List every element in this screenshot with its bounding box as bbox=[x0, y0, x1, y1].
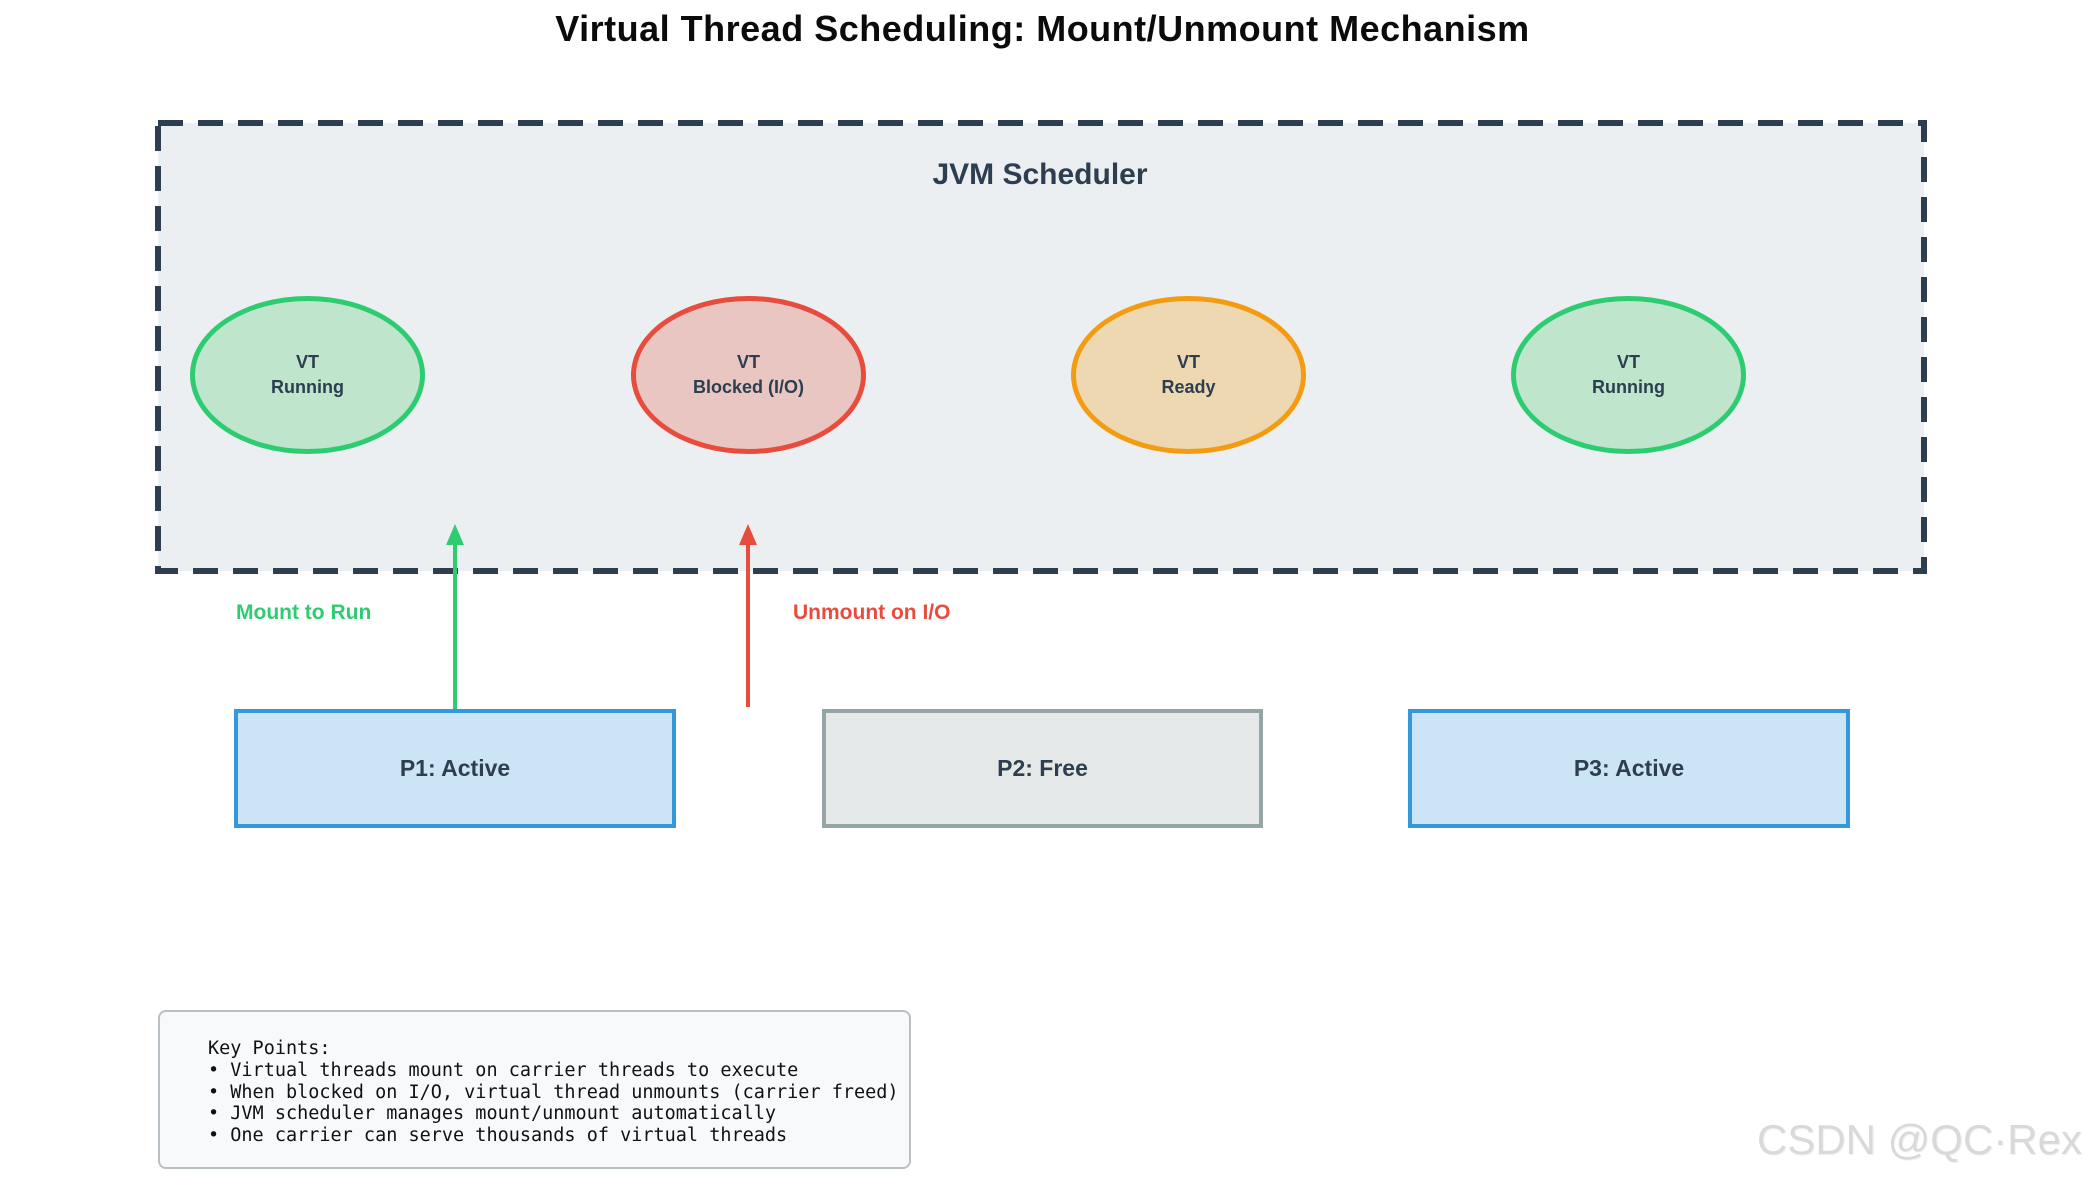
vt-ellipse-running-1: VT Running bbox=[190, 296, 425, 454]
key-point-bullet: • One carrier can serve thousands of vir… bbox=[208, 1125, 788, 1147]
unmount-on-io-label: Unmount on I/O bbox=[793, 601, 951, 624]
carrier-box-p1: P1: Active bbox=[234, 709, 676, 828]
vt-label-line2: Running bbox=[1592, 377, 1665, 397]
vt-label-line1: VT bbox=[1176, 352, 1200, 372]
vt-label-line2: Ready bbox=[1161, 377, 1216, 397]
mount-arrow-icon bbox=[446, 524, 464, 710]
unmount-arrow-icon bbox=[739, 524, 757, 707]
jvm-scheduler-label: JVM Scheduler bbox=[932, 158, 1148, 191]
vt-label-line1: VT bbox=[1616, 352, 1640, 372]
watermark-text: CSDN @QC·Rex bbox=[1757, 1116, 2082, 1163]
key-point-bullet: • JVM scheduler manages mount/unmount au… bbox=[208, 1103, 777, 1125]
key-point-bullet: • When blocked on I/O, virtual thread un… bbox=[208, 1081, 899, 1103]
vt-label-line2: Running bbox=[271, 377, 344, 397]
mount-to-run-label: Mount to Run bbox=[236, 601, 372, 624]
carrier-p1-label: P1: Active bbox=[399, 755, 511, 781]
key-point-bullet: • Virtual threads mount on carrier threa… bbox=[208, 1059, 799, 1081]
carrier-box-p3: P3: Active bbox=[1408, 709, 1850, 828]
carrier-p3-label: P3: Active bbox=[1573, 755, 1685, 781]
vt-label-line2: Blocked (I/O) bbox=[692, 377, 804, 397]
vt-ellipse-ready: VT Ready bbox=[1071, 296, 1306, 454]
carrier-box-p2: P2: Free bbox=[822, 709, 1263, 828]
page-title: Virtual Thread Scheduling: Mount/Unmount… bbox=[555, 8, 1530, 49]
key-points-heading: Key Points: bbox=[208, 1038, 331, 1059]
vt-ellipse-blocked-io: VT Blocked (I/O) bbox=[631, 296, 866, 454]
vt-ellipse-running-2: VT Running bbox=[1511, 296, 1746, 454]
vt-label-line1: VT bbox=[295, 352, 319, 372]
carrier-p2-label: P2: Free bbox=[997, 755, 1088, 781]
vt-label-line1: VT bbox=[736, 352, 760, 372]
key-points-box: Key Points: • Virtual threads mount on c… bbox=[158, 1010, 911, 1169]
